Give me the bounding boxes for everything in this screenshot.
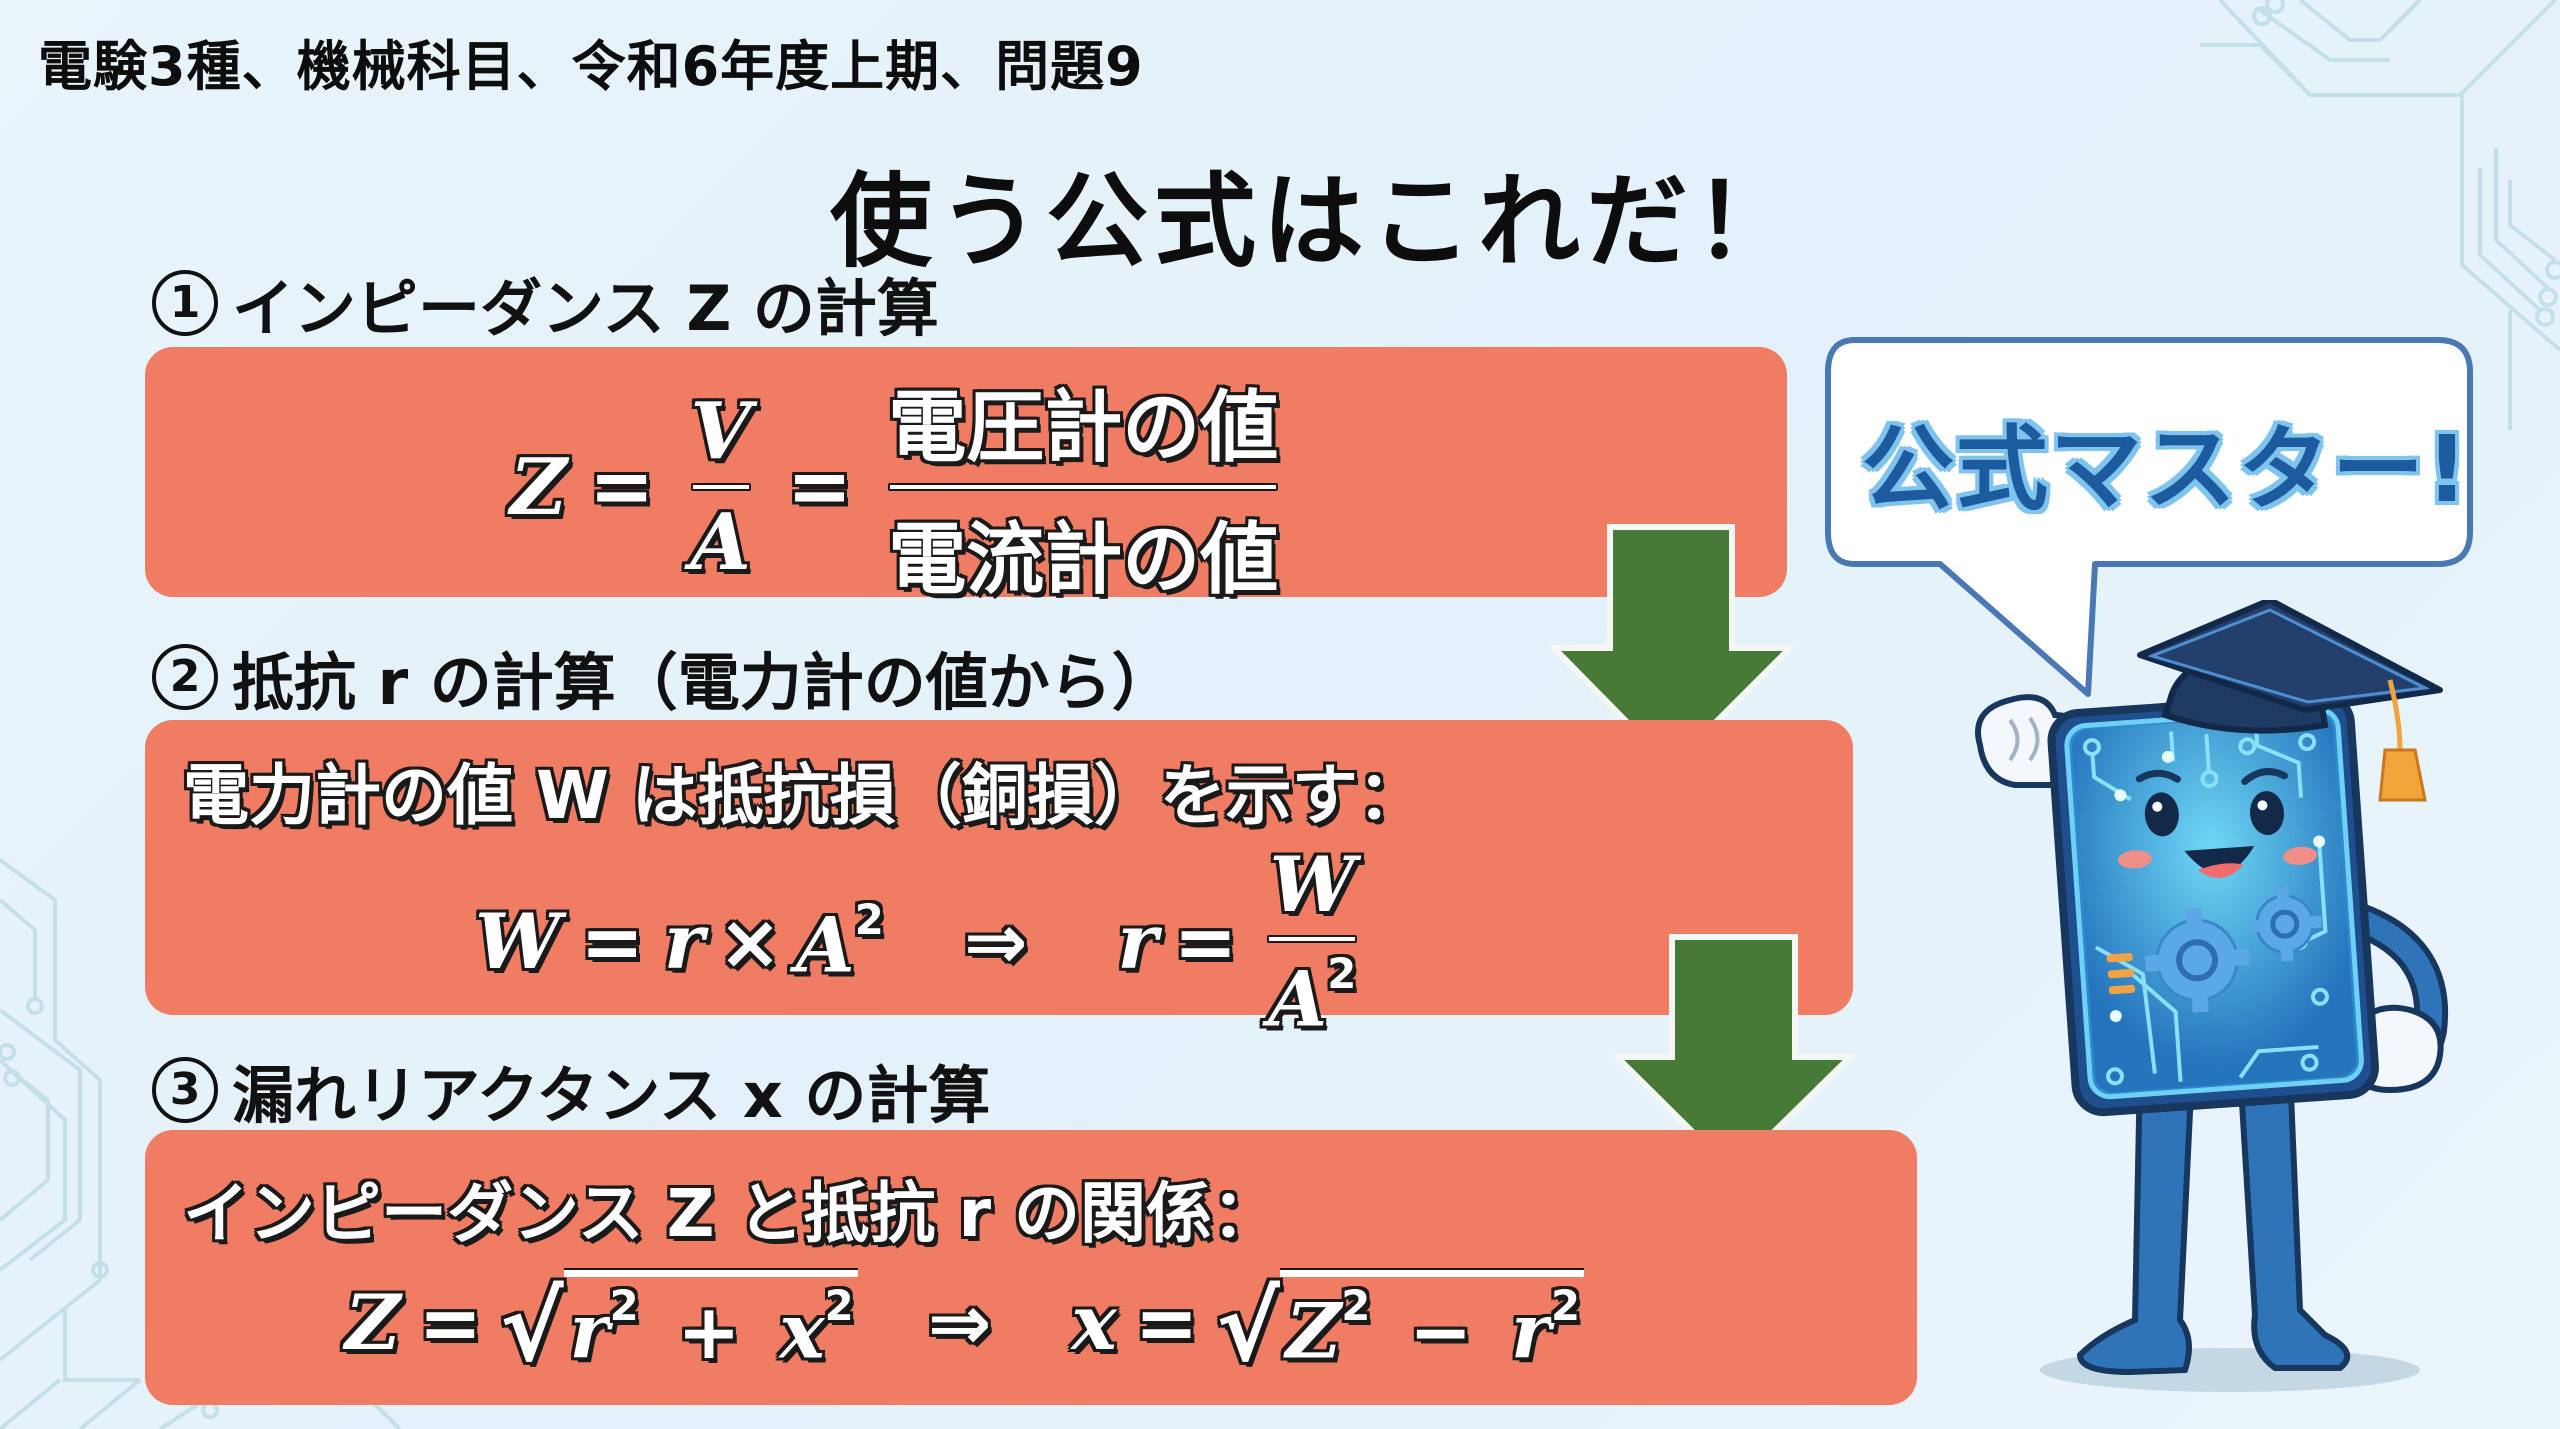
impedance-formula: Z = V A = 電圧計の値 電流計の値 [510,365,1292,609]
speech-bubble-text: 公式マスター! [1862,416,2470,523]
fraction-numerator: W [1269,840,1355,929]
mascot-character-icon [1975,600,2449,1392]
exponent: 2 [824,1281,854,1330]
fraction-bar [690,483,751,491]
down-arrow-icon [1550,524,1795,772]
formula-operator: = [580,897,645,987]
formula-symbol: Z [345,1278,401,1368]
section-3-heading: 3 漏れリアクタンス x の計算 [152,1045,990,1135]
exponent: 2 [1327,949,1357,998]
square-root-r2-plus-x2: √ r2 + x2 [500,1270,858,1376]
formula-symbol: A2 [796,895,884,990]
section-1-formula-box: Z = V A = 電圧計の値 電流計の値 [145,347,1787,605]
resistance-formula: W = r × A2 ⇒ r = W A2 [475,840,1371,1044]
main-title: 使う公式はこれだ！ [830,163,1802,282]
formula-symbol: Z [510,441,567,533]
formula-operator: + [677,1286,741,1376]
symbol-base: r [569,1286,610,1376]
symbol-base: Z [1285,1286,1342,1376]
fraction-bar [888,483,1279,491]
section-heading-text: インピーダンス Z の計算 [232,272,939,345]
formula-operator: = [418,1278,483,1368]
fraction-denominator: 電流計の値 [888,515,1279,605]
symbol-base: A [1268,954,1328,1044]
section-heading-text: 漏れリアクタンス x の計算 [232,1059,991,1132]
section-number-badge: 2 [152,644,218,710]
down-arrow-icon [1612,934,1857,1177]
reactance-formula: Z = √ r2 + x2 ⇒ x = √ Z2 − r2 [345,1270,1585,1383]
fraction-w-over-a2: W A2 [1267,840,1358,1044]
implies-operator: ⇒ [963,897,1028,987]
exponent: 2 [854,894,884,944]
sqrt-icon: √ [500,1272,564,1383]
section-number-badge: 3 [152,1057,218,1123]
exponent: 2 [1551,1281,1581,1330]
section-3-description: インピーダンス Z と抵抗 r の関係： [183,1175,1278,1252]
formula-operator: × [718,897,782,987]
fraction-meter-values: 電圧計の値 電流計の値 [888,365,1279,609]
formula-symbol: r [664,897,705,987]
formula-operator: − [1408,1286,1473,1376]
fraction-numerator: 電圧計の値 [888,383,1279,473]
formula-operator: = [1173,897,1238,987]
radicand: Z2 − r2 [1279,1270,1585,1376]
section-3-formula-box: インピーダンス Z と抵抗 r の関係： Z = √ r2 + x2 ⇒ x =… [145,1130,1917,1405]
section-heading-text: 抵抗 r の計算（電力計の値から） [232,646,1174,719]
sqrt-icon: √ [1216,1272,1280,1383]
formula-symbol: x [1071,1278,1117,1368]
section-2-formula-box: 電力計の値 W は抵抗損（銅損）を示す： W = r × A2 ⇒ r = W … [145,720,1853,1044]
section-2-description: 電力計の値 W は抵抗損（銅損）を示す： [183,757,1424,834]
formula-operator: = [786,442,853,532]
square-root-z2-minus-r2: √ Z2 − r2 [1216,1270,1585,1383]
radicand: r2 + x2 [563,1270,858,1376]
symbol-base: x [779,1286,825,1376]
fraction-v-over-a: V A [690,386,751,588]
section-1-heading: 1 インピーダンス Z の計算 [152,258,939,348]
fraction-denominator: A2 [1268,949,1356,1044]
section-2-heading: 2 抵抗 r の計算（電力計の値から） [152,632,1174,722]
fraction-denominator: A [690,497,751,588]
fraction-bar [1267,935,1358,943]
symbol-base: r [1510,1286,1552,1376]
formula-operator: = [588,442,655,532]
section-number-badge: 1 [152,270,218,336]
exponent: 2 [609,1281,639,1330]
formula-symbol: W [475,897,561,987]
fraction-numerator: V [690,386,751,477]
formula-operator: = [1134,1278,1199,1368]
symbol-base: A [795,900,855,990]
formula-symbol: r [1117,897,1158,987]
speech-bubble [1825,337,2473,697]
implies-operator: ⇒ [927,1278,992,1368]
exponent: 2 [1341,1281,1371,1330]
page-header-title: 電験3種、機械科目、令和6年度上期、問題9 [38,35,1144,98]
